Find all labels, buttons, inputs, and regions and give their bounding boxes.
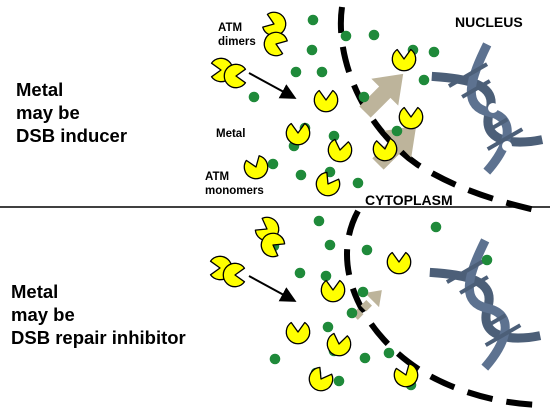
atm-monomers-label-line-1: ATM	[205, 171, 229, 183]
atm-dimers-label-line-2: dimers	[218, 36, 256, 48]
translocation-arrow-large	[359, 73, 404, 118]
bottom-hypothesis-line-2: may be	[11, 304, 75, 325]
metal-ion-icon	[268, 215, 493, 391]
dna-helix-icon	[429, 238, 542, 371]
top-hypothesis-line-2: may be	[16, 102, 80, 123]
bottom-hypothesis-line-3: DSB repair inhibitor	[11, 327, 186, 348]
top-hypothesis-line-3: DSB inducer	[16, 125, 127, 146]
dissociation-arrow	[248, 275, 297, 302]
atm-dimers-label-line-1: ATM	[218, 22, 242, 34]
atm-protein-icon	[209, 213, 422, 396]
nuclear-membrane-bottom	[344, 209, 541, 408]
cytoplasm-label: CYTOPLASM	[365, 192, 453, 208]
dna-helix-icon	[431, 42, 544, 175]
bottom-hypothesis-line-1: Metal	[11, 281, 58, 302]
atm-monomers-label-line-2: monomers	[205, 185, 264, 197]
top-hypothesis-line-1: Metal	[16, 79, 63, 100]
nuclear-membrane-top	[337, 6, 536, 213]
dsb-break-marker	[488, 103, 498, 113]
dsb-break-marker	[502, 141, 512, 151]
nucleus-label: NUCLEUS	[455, 14, 523, 30]
metal-label: Metal	[216, 128, 245, 140]
dissociation-arrow	[248, 72, 297, 99]
